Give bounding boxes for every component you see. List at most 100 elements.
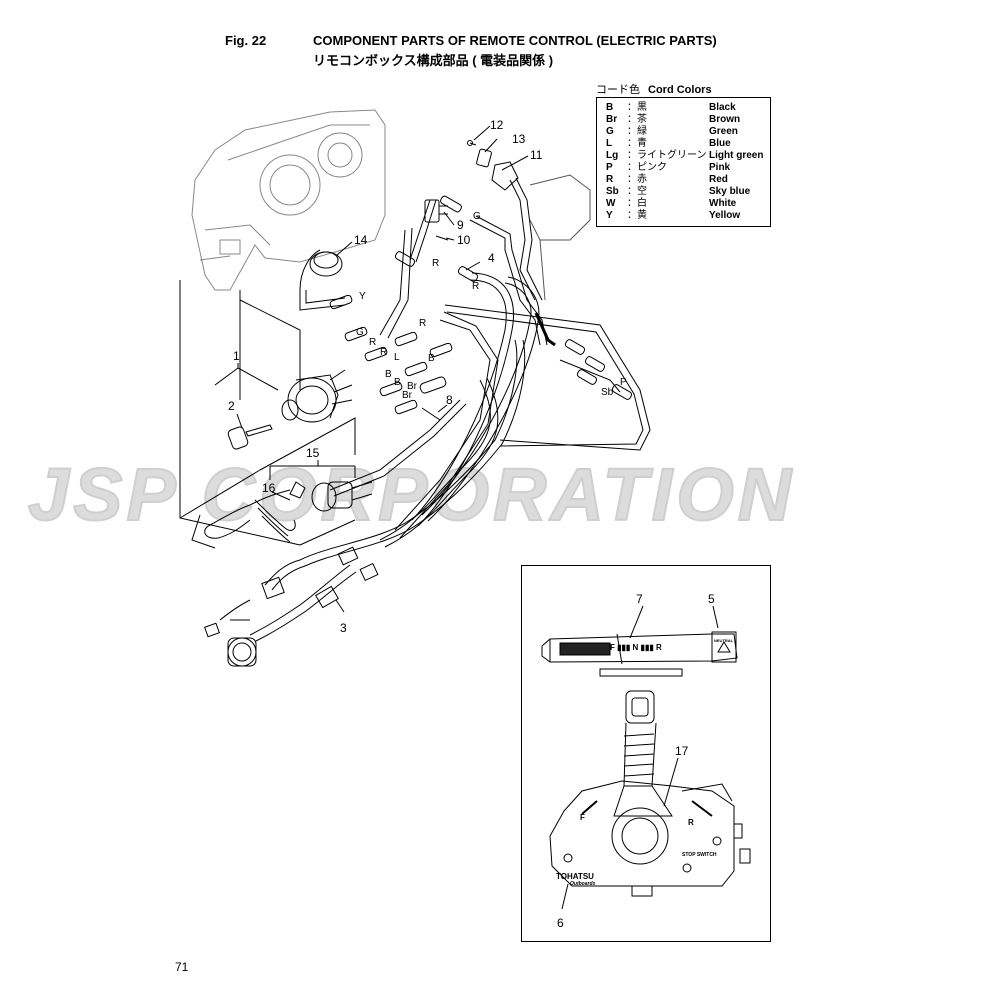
brand-logo: TOHATSU	[556, 872, 594, 881]
wire-terminals	[329, 195, 633, 415]
legend-code: L	[606, 138, 613, 149]
wire-label-sb: Sb	[601, 387, 614, 398]
lever-reverse-mark: R	[688, 818, 694, 827]
title-english: COMPONENT PARTS OF REMOTE CONTROL (ELECT…	[313, 33, 717, 48]
legend-jp: ：白	[627, 198, 647, 209]
leader-5	[712, 605, 719, 629]
harness-lower-branches	[219, 546, 379, 642]
page-number: 71	[175, 960, 189, 974]
wire-label-y: Y	[359, 291, 366, 302]
legend-jp: ：黄	[627, 210, 647, 221]
wire-label-p: P	[620, 377, 627, 388]
legend-code: P	[606, 162, 613, 173]
remote-control-body	[549, 780, 751, 897]
legend-code: Sb	[606, 186, 619, 197]
part-label-14: 14	[354, 233, 368, 247]
part-label-8: 8	[446, 393, 453, 407]
legend-en: Yellow	[709, 210, 741, 221]
legend-code: R	[606, 174, 614, 185]
lanyard-cord	[191, 481, 306, 549]
stop-switch-text: STOP SWITCH	[682, 852, 717, 858]
legend-en: Sky blue	[709, 186, 751, 197]
part-label-3: 3	[340, 621, 347, 635]
main-harness-connector	[204, 576, 285, 667]
part-label-13: 13	[512, 132, 526, 146]
part-label-6: 6	[557, 916, 564, 930]
leader-lines	[214, 125, 529, 613]
wire-label-r-mid: R	[369, 337, 377, 348]
legend-jp: ：茶	[627, 114, 647, 125]
leader-7	[629, 605, 644, 639]
buzzer	[309, 251, 343, 277]
legend-row: P ：ピンク Pink	[597, 162, 770, 174]
title-japanese: リモコンボックス構成部品 ( 電装品関係 )	[313, 53, 554, 68]
remote-control-drawing	[541, 605, 751, 910]
screw-10	[435, 235, 449, 241]
part-label-16: 16	[262, 481, 276, 495]
legend-code: B	[606, 102, 614, 113]
legend-jp: ：緑	[627, 126, 647, 137]
legend-code: W	[606, 198, 616, 209]
wire-label-r-mid3: R	[419, 318, 427, 329]
part-label-12: 12	[490, 118, 504, 132]
legend-row: L ：青 Blue	[597, 138, 770, 150]
wire-label-g-mid: G	[356, 327, 364, 338]
legend-en: Red	[709, 174, 728, 185]
part-label-11: 11	[530, 148, 543, 162]
legend-jp: ：空	[627, 186, 647, 197]
lanyard-switch	[311, 481, 373, 512]
legend-jp: ：赤	[627, 174, 647, 185]
part-label-2: 2	[228, 399, 235, 413]
leader-17	[663, 757, 679, 807]
legend-en: Green	[709, 126, 738, 137]
legend-code: Lg	[606, 150, 619, 161]
control-lever	[613, 690, 673, 817]
wire-label-g-top: G	[473, 211, 481, 222]
part-label-4: 4	[488, 251, 495, 265]
part-label-17: 17	[675, 744, 689, 758]
part-label-10: 10	[457, 233, 471, 247]
legend-en: Pink	[709, 162, 731, 173]
lanyard-bracket	[529, 174, 591, 301]
pin-8	[421, 407, 441, 421]
wire-label-r-top: R	[432, 258, 440, 269]
legend-en: White	[709, 198, 737, 209]
legend-title-jp: コード色	[596, 84, 640, 96]
legend-en: Blue	[709, 138, 731, 149]
legend-en: Brown	[709, 114, 741, 125]
wire-label-b2: B	[385, 369, 392, 380]
legend-jp: ：黒	[627, 102, 647, 113]
remote-box-housing	[191, 109, 386, 291]
part-label-7: 7	[636, 592, 643, 606]
shift-indicator-plate	[541, 631, 738, 677]
legend-code: Br	[606, 114, 618, 125]
legend-row: R ：赤 Red	[597, 174, 770, 186]
legend-row: Br ：茶 Brown	[597, 114, 770, 126]
remote-control-inset: F ▮▮▮ N ▮▮▮ R NEUTRAL F R STOP SWITCH TO…	[521, 565, 771, 942]
legend-en: Light green	[709, 150, 764, 161]
legend-row: G ：緑 Green	[597, 126, 770, 138]
wire-label-b1: B	[428, 353, 435, 364]
legend-jp: ：青	[627, 138, 647, 149]
wire-label-l: L	[394, 352, 400, 363]
legend-jp: ：ピンク	[627, 162, 667, 173]
part-label-1: 1	[233, 349, 240, 363]
wire-label-r-mid2: R	[380, 347, 388, 358]
wire-label-br1: Br	[407, 381, 417, 392]
figure-number: Fig. 22	[225, 33, 267, 48]
part-label-9: 9	[457, 218, 464, 232]
shift-marks: F ▮▮▮ N ▮▮▮ R	[610, 643, 662, 652]
wiring-harness	[299, 199, 651, 567]
leader-6	[561, 883, 569, 910]
part-label-15: 15	[306, 446, 320, 460]
assembly-guide-lines	[179, 280, 356, 546]
legend-code: G	[606, 126, 614, 137]
main-switch	[281, 369, 353, 423]
brand-sub: Outboards	[570, 881, 596, 887]
legend-jp: ：ライトグリーン	[627, 150, 707, 161]
